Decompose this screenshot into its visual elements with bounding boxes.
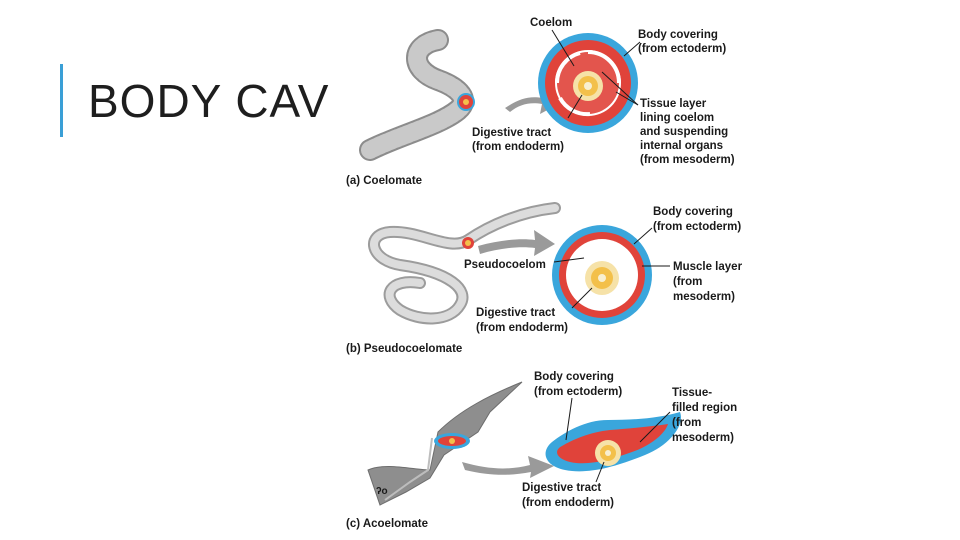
- earthworm-body: [359, 29, 475, 161]
- body-cavity-diagram: Coelom Body covering (from ectoderm) Tis…: [346, 17, 745, 530]
- earthworm-cross-section-small: [457, 93, 475, 111]
- leader-body-covering-c: [565, 397, 573, 441]
- panel-acoelomate: ʔo Body covering (from ectoderm) Tissue-…: [346, 371, 740, 530]
- transition-arrow-b: [478, 230, 555, 256]
- label-body-covering-a: Body covering (from ectoderm): [638, 29, 726, 55]
- leader-tissue-filled: [639, 411, 671, 443]
- leader-tissue-layer-a1: [601, 71, 639, 106]
- label-pseudocoelom: Pseudocoelom: [464, 259, 546, 271]
- leader-coelom: [551, 29, 575, 67]
- slide-title: BODY CAV: [88, 75, 330, 127]
- label-muscle-layer: Muscle layer (from mesoderm): [673, 261, 745, 303]
- flatworm-eye-marks: ʔo: [376, 486, 388, 497]
- label-body-covering-b: Body covering (from ectoderm): [653, 206, 741, 233]
- leader-digestive-b: [571, 287, 593, 309]
- transition-arrow-c: [462, 456, 554, 478]
- roundworm-cross-section-small: [462, 237, 474, 249]
- acoelomate-cross-section: [545, 412, 681, 472]
- caption-acoelomate: (c) Acoelomate: [346, 518, 428, 530]
- flatworm-cross-section-small: [434, 433, 470, 449]
- panel-coelomate: Coelom Body covering (from ectoderm) Tis…: [346, 17, 735, 187]
- body-cavity-figure: Coelom Body covering (from ectoderm) Tis…: [340, 0, 760, 540]
- label-tissue-layer-a: Tissue layer lining coelom and suspendin…: [640, 98, 735, 166]
- leader-body-covering-a: [623, 41, 641, 57]
- leader-body-covering-b: [633, 227, 653, 245]
- leader-digestive-c: [595, 461, 605, 483]
- leader-pseudocoelom: [553, 257, 585, 263]
- label-digestive-tract-b: Digestive tract (from endoderm): [476, 307, 568, 334]
- caption-pseudocoelomate: (b) Pseudocoelomate: [346, 343, 462, 355]
- panel-pseudocoelomate: Body covering (from ectoderm) Pseudocoel…: [346, 202, 745, 355]
- leader-tissue-layer-a2: [615, 91, 639, 106]
- pseudocoelomate-cross-section: [552, 225, 652, 325]
- label-digestive-tract-c: Digestive tract (from endoderm): [522, 482, 614, 509]
- caption-coelomate: (a) Coelomate: [346, 175, 422, 187]
- label-tissue-filled-region: Tissue- filled region (from mesoderm): [672, 387, 740, 444]
- leader-digestive-a: [567, 94, 583, 119]
- label-body-covering-c: Body covering (from ectoderm): [534, 371, 622, 398]
- label-digestive-tract-a: Digestive tract (from endoderm): [472, 127, 564, 153]
- coelomate-cross-section: [538, 33, 638, 133]
- label-coelom: Coelom: [530, 17, 572, 29]
- title-accent-bar: [60, 64, 63, 137]
